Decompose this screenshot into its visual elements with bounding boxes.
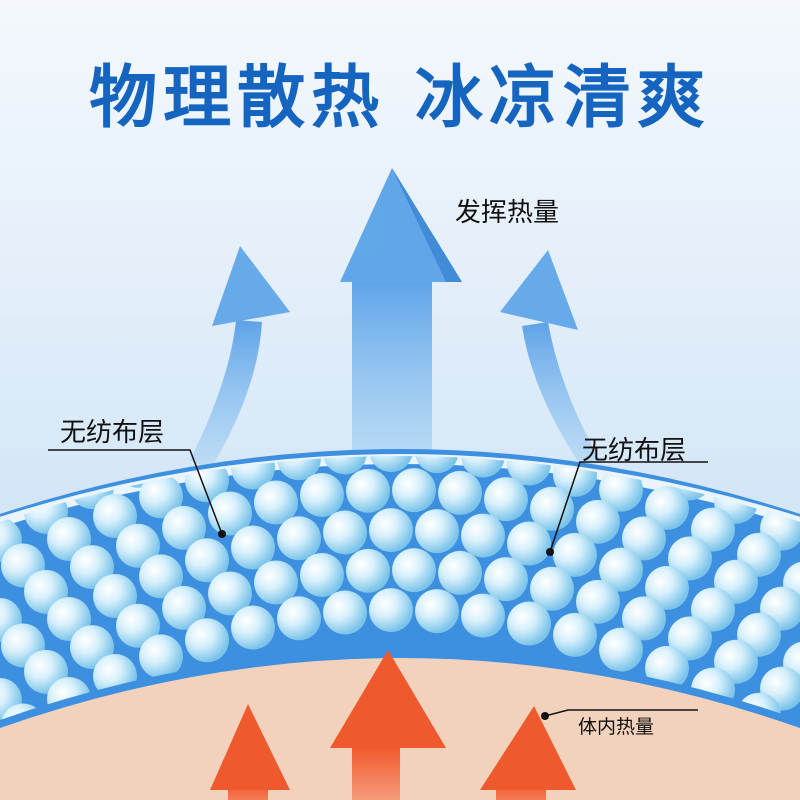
bead [484,557,528,602]
nonwoven-label-left: 无纺布层 [60,418,165,448]
bead [300,552,344,597]
bead [139,474,183,519]
bead [507,521,551,566]
bead [415,509,459,554]
bead [93,493,137,538]
warm-arrow-right [480,706,576,800]
bead [622,516,666,561]
bead [645,565,689,610]
bead [185,618,229,663]
bead [530,566,574,611]
bead [369,588,413,633]
bead [162,505,206,550]
bead [231,525,275,570]
bead [438,470,482,515]
bead [484,397,528,441]
bead [599,627,643,672]
bead [346,468,390,513]
bead [645,485,689,530]
bead [231,605,275,650]
bead [277,596,321,641]
bead [668,536,712,581]
bead [507,456,551,486]
bead [300,393,344,437]
warm-arrow-left [210,704,290,800]
bead [461,593,505,638]
cool-arrow-left [190,246,290,470]
bead [254,480,298,525]
cool-arrow-right [500,250,600,468]
bead [553,532,597,577]
bead [438,550,482,595]
bead [392,548,436,593]
nonwoven-label-right: 无纺布层 [582,436,687,466]
bead [484,477,528,522]
bead [323,590,367,635]
cool-arrow-center [340,168,462,470]
bead [438,391,482,435]
bead [139,634,183,679]
bead [415,456,459,474]
bead [415,589,459,634]
bead [139,554,183,599]
bead [599,467,643,512]
bead [668,616,712,661]
bead [369,456,413,473]
bead [530,486,574,531]
bead [507,601,551,646]
bead [599,547,643,592]
bead [369,508,413,553]
bead [392,468,436,513]
bead [461,456,505,478]
bead [300,472,344,517]
body-heat-label: 体内热量 [578,716,655,738]
release-heat-label: 发挥热量 [455,198,560,228]
bead [116,603,160,648]
bead [162,585,206,630]
bead [93,573,137,618]
bead [461,513,505,558]
bead [277,516,321,561]
bead [208,571,252,616]
bead [576,499,620,544]
bead [576,579,620,624]
bead [346,548,390,593]
bead [185,538,229,583]
leader-lines [48,449,708,717]
bead [553,612,597,657]
bead [323,510,367,555]
page-title: 物理散热 冰凉清爽 [89,59,711,138]
bead [116,523,160,568]
bead [254,400,298,444]
warm-arrow-center [330,650,446,800]
bead [622,596,666,641]
bead [254,560,298,605]
bead [323,456,367,475]
